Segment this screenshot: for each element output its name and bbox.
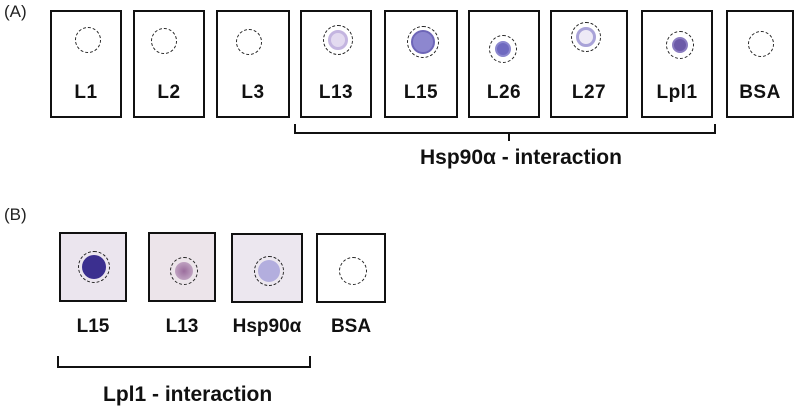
square-label: L15 <box>76 316 110 337</box>
panel-a-label: (A) <box>4 2 27 21</box>
square-label: Hsp90α <box>232 316 302 337</box>
bracket-lpl1-group <box>57 356 311 368</box>
strip-l26: L26 <box>468 10 540 118</box>
strip-l3: L3 <box>216 10 290 118</box>
spot-outline <box>489 35 517 63</box>
square-hsp90 <box>231 233 303 303</box>
spot-outline <box>170 257 198 285</box>
spot-outline <box>254 256 284 286</box>
strip-l15: L15 <box>384 10 458 118</box>
spot-outline <box>78 251 110 283</box>
strip-label: L27 <box>571 82 607 103</box>
strip-label: L1 <box>74 82 98 103</box>
bracket-hsp90-group <box>294 124 716 134</box>
strip-label: Lpl1 <box>656 82 698 103</box>
spot-outline <box>339 257 367 285</box>
strip-label: BSA <box>739 82 781 103</box>
group-label-hsp90: Hsp90α - interaction <box>420 146 622 169</box>
panel-b-label: (B) <box>4 205 27 224</box>
spot-outline <box>571 22 601 52</box>
strip-label: L2 <box>157 82 181 103</box>
strip-label: L26 <box>486 82 522 103</box>
spot-outline <box>236 29 262 55</box>
spot-outline <box>666 31 694 59</box>
strip-label: L15 <box>403 82 439 103</box>
strip-label: L13 <box>318 82 354 103</box>
strip-lpl1: Lpl1 <box>641 10 713 118</box>
spot-outline <box>748 31 774 57</box>
spot-outline <box>151 28 177 54</box>
strip-l27: L27 <box>550 10 628 118</box>
bracket-center-tick <box>508 133 510 141</box>
strip-bsa: BSA <box>726 10 794 118</box>
square-label: L13 <box>165 316 199 337</box>
spot-outline <box>407 26 439 58</box>
spot-outline <box>75 27 101 53</box>
spot-outline <box>323 25 353 55</box>
strip-label: L3 <box>241 82 265 103</box>
square-l13 <box>148 232 216 302</box>
strip-l2: L2 <box>133 10 205 118</box>
strip-l1: L1 <box>50 10 122 118</box>
square-l15 <box>59 232 127 302</box>
square-bsa <box>316 233 386 303</box>
strip-l13: L13 <box>300 10 372 118</box>
square-label: BSA <box>330 316 372 337</box>
group-label-lpl1: Lpl1 - interaction <box>103 383 273 406</box>
